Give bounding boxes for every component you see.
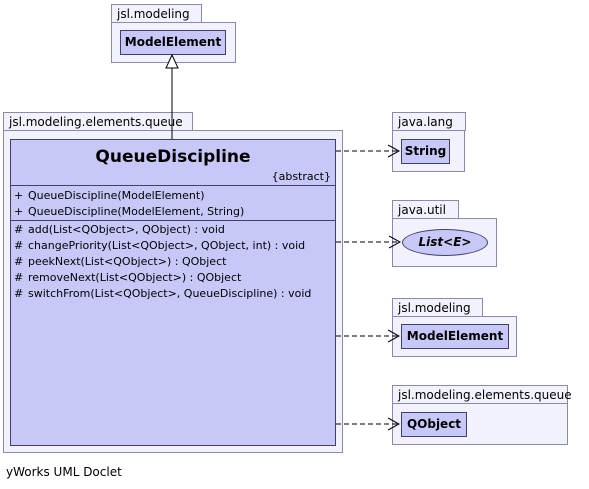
package-java-util: List<E>: [392, 218, 497, 267]
package-name: jsl.modeling: [398, 301, 471, 315]
visibility-marker: +: [14, 189, 24, 202]
dependency-arrow-string: [336, 144, 401, 158]
member-signature: removeNext(List<QObject>) : QObject: [28, 271, 242, 284]
visibility-marker: #: [14, 223, 24, 236]
method-item[interactable]: # removeNext(List<QObject>) : QObject: [14, 270, 311, 286]
class-name: QObject: [406, 417, 462, 431]
generalization-arrow: [165, 53, 179, 139]
package-tab-java-util: java.util: [392, 200, 459, 219]
constructor-item[interactable]: + QueueDiscipline(ModelElement, String): [14, 204, 244, 220]
package-name: jsl.modeling: [117, 7, 190, 21]
interface-list[interactable]: List<E>: [402, 229, 488, 256]
class-name: ModelElement: [406, 329, 504, 343]
visibility-marker: #: [14, 255, 24, 268]
divider-constructors-methods: [11, 220, 335, 221]
class-queue-discipline[interactable]: QueueDiscipline {abstract} + QueueDiscipl…: [10, 139, 336, 446]
package-tab-java-lang: java.lang: [392, 112, 466, 131]
divider-name-constructors: [11, 185, 335, 186]
package-jsl-modeling-top: ModelElement: [111, 22, 236, 63]
member-signature: changePriority(List<QObject>, QObject, i…: [28, 239, 306, 252]
footer-credit: yWorks UML Doclet: [6, 465, 122, 479]
constructor-list: + QueueDiscipline(ModelElement) + QueueDisc…: [14, 188, 244, 220]
constructor-item[interactable]: + QueueDiscipline(ModelElement): [14, 188, 244, 204]
dependency-arrow-model-element: [336, 329, 401, 343]
member-signature: switchFrom(List<QObject>, QueueDisciplin…: [28, 287, 312, 300]
method-item[interactable]: # changePriority(List<QObject>, QObject, …: [14, 238, 311, 254]
member-signature: peekNext(List<QObject>) : QObject: [28, 255, 227, 268]
class-name: ModelElement: [124, 35, 222, 49]
dependency-arrow-qobject: [336, 417, 401, 431]
package-java-lang: String: [392, 130, 465, 172]
package-tab-jsl-modeling-top: jsl.modeling: [111, 4, 202, 23]
package-name: jsl.modeling.elements.queue: [398, 388, 572, 402]
package-name: jsl.modeling.elements.queue: [9, 115, 183, 129]
class-qobject[interactable]: QObject: [401, 412, 467, 437]
class-model-element-superclass[interactable]: ModelElement: [120, 30, 226, 55]
method-list: # add(List<QObject>, QObject) : void # chan…: [14, 222, 311, 302]
visibility-marker: #: [14, 271, 24, 284]
package-name: java.lang: [398, 115, 453, 129]
method-item[interactable]: # add(List<QObject>, QObject) : void: [14, 222, 311, 238]
method-item[interactable]: # peekNext(List<QObject>) : QObject: [14, 254, 311, 270]
package-tab-main: jsl.modeling.elements.queue: [3, 112, 193, 131]
member-signature: QueueDiscipline(ModelElement, String): [28, 205, 245, 218]
class-string[interactable]: String: [401, 139, 450, 164]
dependency-arrow-list: [336, 235, 402, 249]
class-name: QueueDiscipline: [95, 147, 251, 167]
visibility-marker: #: [14, 287, 24, 300]
package-name: java.util: [398, 203, 446, 217]
visibility-marker: #: [14, 239, 24, 252]
method-item[interactable]: # switchFrom(List<QObject>, QueueDiscipli…: [14, 286, 311, 302]
package-tab-jsl-modeling-dep: jsl.modeling: [392, 298, 483, 317]
class-model-element-dependency[interactable]: ModelElement: [401, 324, 509, 349]
package-tab-queue-dep: jsl.modeling.elements.queue: [392, 385, 572, 404]
package-jsl-modeling-elements-queue-main: QueueDiscipline {abstract} + QueueDiscipl…: [3, 130, 343, 453]
interface-name: List<E>: [418, 235, 472, 249]
visibility-marker: +: [14, 205, 24, 218]
stereotype-label: {abstract}: [271, 170, 331, 183]
member-signature: add(List<QObject>, QObject) : void: [28, 223, 225, 236]
class-name: String: [404, 144, 447, 158]
package-jsl-modeling-elements-queue-dep: QObject: [392, 403, 568, 445]
member-signature: QueueDiscipline(ModelElement): [28, 189, 205, 202]
